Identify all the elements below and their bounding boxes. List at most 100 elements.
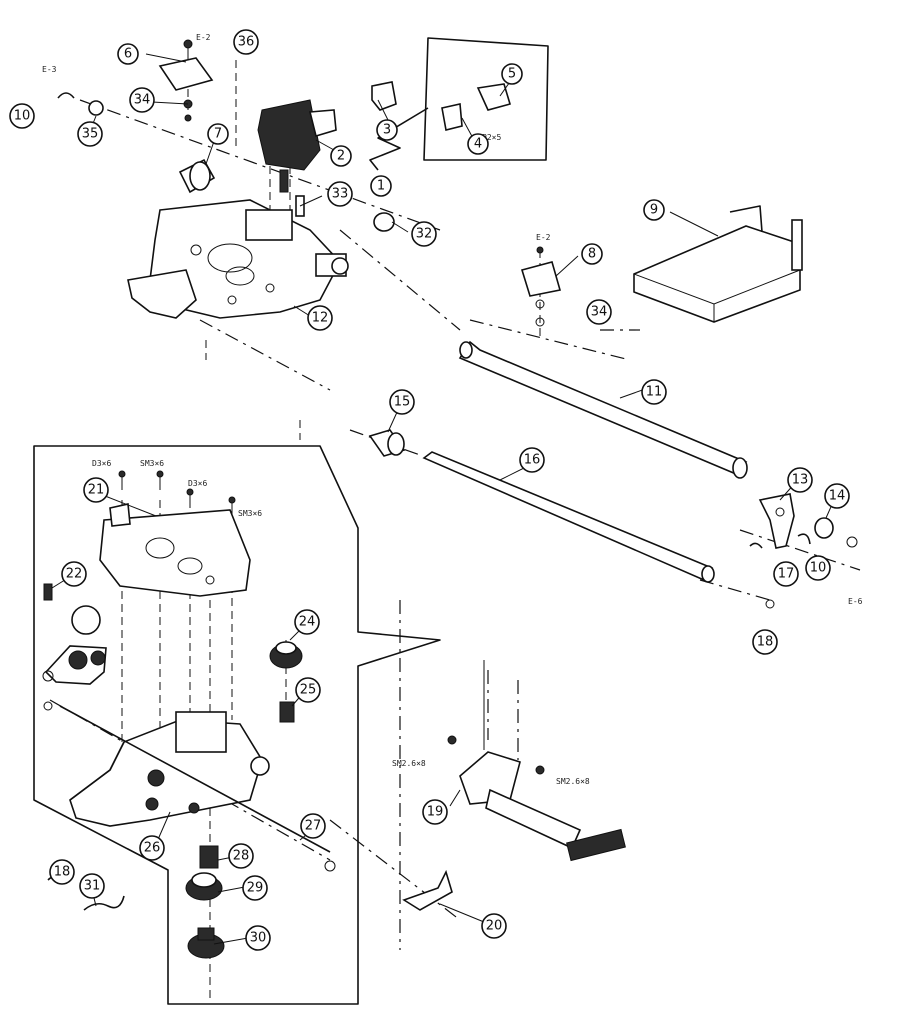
callout-circle <box>581 243 603 265</box>
callout-circle <box>752 629 778 655</box>
callout-circle <box>481 913 507 939</box>
callout-circle <box>422 799 448 825</box>
callout-number: 30 <box>250 931 267 946</box>
gear-29 <box>185 872 223 901</box>
callout-circle <box>242 875 268 901</box>
callout-10: 10 <box>805 555 831 581</box>
callout-number: 21 <box>88 483 105 498</box>
callout-16: 16 <box>519 447 545 473</box>
callout-24: 24 <box>294 609 320 635</box>
tag-sm2x6-a: SM2.6×8 <box>392 759 426 768</box>
callout-number: 31 <box>84 879 101 894</box>
callout-number: 13 <box>792 473 809 488</box>
callout-circle <box>139 835 165 861</box>
callout-number: 28 <box>233 849 250 864</box>
callout-number: 34 <box>134 93 151 108</box>
tag-e2-top: E-2 <box>196 33 211 42</box>
bracket-8 <box>520 246 562 327</box>
callout-circle <box>49 859 75 885</box>
callout-17: 17 <box>773 561 799 587</box>
callout-circle <box>330 145 352 167</box>
callout-circle <box>61 561 87 587</box>
callout-14: 14 <box>824 483 850 509</box>
callout-number: 10 <box>14 109 31 124</box>
end-bracket-13 <box>758 493 795 549</box>
callout-33: 33 <box>327 181 353 207</box>
callout-number: 32 <box>416 227 433 242</box>
callout-number: 15 <box>394 395 411 410</box>
callout-26: 26 <box>139 835 165 861</box>
callout-number: 16 <box>524 453 541 468</box>
carriage-base-plate <box>127 199 349 319</box>
callout-circle <box>389 389 415 415</box>
callout-circle <box>300 813 326 839</box>
callout-circle <box>641 379 667 405</box>
lower-assembly-frame <box>33 445 441 1005</box>
callout-18: 18 <box>49 859 75 885</box>
callout-32: 32 <box>411 221 437 247</box>
axis-line <box>199 319 331 391</box>
callout-number: 19 <box>427 805 444 820</box>
callout-number: 6 <box>124 47 132 62</box>
clip-10-right <box>797 533 811 545</box>
callout-number: 27 <box>305 819 322 834</box>
tag-sm3x6-a: SM3×6 <box>140 459 164 468</box>
callout-number: 18 <box>757 635 774 650</box>
callout-number: 35 <box>82 127 99 142</box>
callout-3: 3 <box>376 119 398 141</box>
callout-34: 34 <box>586 299 612 325</box>
callout-36: 36 <box>233 29 259 55</box>
callout-circle <box>228 843 254 869</box>
callout-circle <box>773 561 799 587</box>
callout-4: 4 <box>467 133 489 155</box>
washer-35 <box>88 100 104 116</box>
clip-10-left <box>57 92 75 99</box>
collar-7 <box>178 158 216 194</box>
clip-17 <box>749 542 763 549</box>
callout-1: 1 <box>370 175 392 197</box>
callout-11: 11 <box>641 379 667 405</box>
inset-pointer <box>369 107 429 171</box>
callout-circle <box>9 103 35 129</box>
callout-number: 14 <box>829 489 846 504</box>
callout-number: 5 <box>508 67 516 82</box>
callout-number: 1 <box>377 179 385 194</box>
axis-line <box>469 319 631 361</box>
axis-line <box>79 99 441 231</box>
axis-line <box>49 699 331 861</box>
callout-34: 34 <box>129 87 155 113</box>
callout-number: 9 <box>650 203 658 218</box>
callout-number: 11 <box>646 385 663 400</box>
callout-circle <box>824 483 850 509</box>
callout-circle <box>787 467 813 493</box>
callout-number: 29 <box>247 881 264 896</box>
callout-5: 5 <box>501 63 523 85</box>
callout-18: 18 <box>752 629 778 655</box>
callout-number: 3 <box>383 123 391 138</box>
callout-number: 7 <box>214 127 222 142</box>
callout-circle <box>411 221 437 247</box>
callout-layer: 1234567891010111213141516171818192021222… <box>9 29 850 951</box>
axis-line <box>339 229 461 331</box>
bracket-3 <box>371 81 397 111</box>
callout-circle <box>805 555 831 581</box>
callout-number: 10 <box>810 561 827 576</box>
callout-22: 22 <box>61 561 87 587</box>
callout-circle <box>117 43 139 65</box>
bracket-4 <box>441 103 463 131</box>
callout-circle <box>586 299 612 325</box>
callout-circle <box>245 925 271 951</box>
callout-8: 8 <box>581 243 603 265</box>
print-head <box>257 99 337 193</box>
callout-circle <box>327 181 353 207</box>
callout-circle <box>207 123 229 145</box>
callout-30: 30 <box>245 925 271 951</box>
wire-27-end <box>324 860 336 872</box>
callout-27: 27 <box>300 813 326 839</box>
callout-circle <box>294 609 320 635</box>
callout-circle <box>79 873 105 899</box>
axis-line <box>739 529 861 571</box>
callout-circle <box>643 199 665 221</box>
callout-7: 7 <box>207 123 229 145</box>
ring-e-right <box>846 536 858 548</box>
